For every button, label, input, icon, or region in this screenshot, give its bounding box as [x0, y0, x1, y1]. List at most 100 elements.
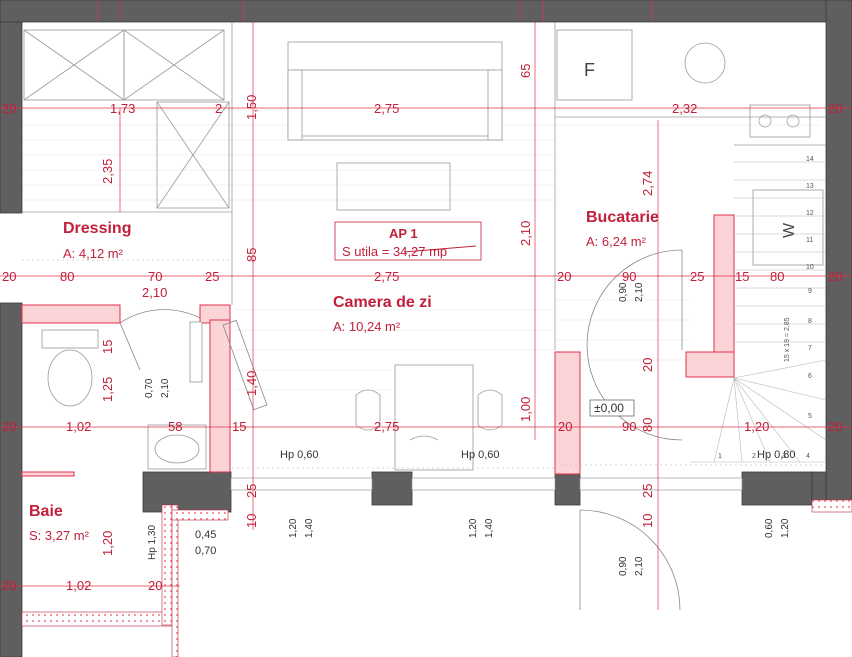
dim-texts-vertical: 1,50 65 2,35 2,74 2,10 85 15 1,25 1,40 2… — [100, 64, 655, 556]
dim: 20 — [640, 358, 655, 372]
dim: 2,75 — [374, 269, 399, 284]
dim: 1,50 — [244, 95, 259, 120]
svg-text:12: 12 — [806, 210, 814, 217]
dim: 1,40 — [484, 518, 495, 538]
dim: 20 — [557, 269, 571, 284]
windows — [230, 477, 743, 491]
dim: 2,10 — [634, 282, 645, 302]
dim: 15 — [735, 269, 749, 284]
washer-label: W — [781, 222, 798, 238]
room-name-baie: Baie — [29, 503, 63, 520]
fridge-label: F — [584, 60, 595, 80]
hp: Hp 0,60 — [280, 449, 319, 461]
dim: 0,60 — [764, 518, 775, 538]
dim: 1,20 — [744, 419, 769, 434]
apartment-box — [334, 221, 482, 261]
svg-text:10: 10 — [806, 264, 814, 271]
svg-text:9: 9 — [808, 288, 812, 295]
fridge — [556, 29, 633, 101]
dim: 0,90 — [618, 556, 629, 576]
svg-text:7: 7 — [808, 345, 812, 352]
apartment-title: AP 1 — [389, 226, 418, 241]
dim: 80 — [770, 269, 784, 284]
burner-2 — [786, 114, 800, 128]
dim: 2,10 — [634, 556, 645, 576]
dim: 80 — [640, 418, 655, 432]
hp: Hp 0,80 — [757, 449, 796, 461]
svg-text:6: 6 — [808, 373, 812, 380]
dim: 1,73 — [110, 101, 135, 116]
sink-round — [684, 42, 726, 84]
dim: 0,90 — [618, 282, 629, 302]
svg-text:13: 13 — [806, 183, 814, 190]
dim: 15 — [100, 340, 115, 354]
room-name-camera: Camera de zi — [333, 294, 432, 311]
svg-text:3: 3 — [782, 453, 786, 460]
dim: 65 — [518, 64, 533, 78]
dim: 2,10 — [142, 285, 167, 300]
burner-1 — [758, 114, 772, 128]
svg-text:4: 4 — [806, 453, 810, 460]
dining-table — [394, 364, 474, 471]
svg-text:8: 8 — [808, 318, 812, 325]
dim: 90 — [622, 269, 636, 284]
dim: 15 — [232, 419, 246, 434]
room-area-bucatarie: A: 6,24 m² — [586, 234, 647, 249]
dim: 10 — [640, 514, 655, 528]
svg-text:5: 5 — [808, 413, 812, 420]
level-label: ±0,00 — [594, 401, 624, 415]
stair-numbers: 14 13 12 11 10 9 8 7 6 5 4 3 2 1 — [718, 156, 814, 460]
dim: 20 — [828, 419, 842, 434]
dim: 58 — [168, 419, 182, 434]
apartment-area: S utila = 34,27 mp — [342, 244, 447, 259]
dim: 1,40 — [244, 371, 259, 396]
svg-text:14: 14 — [806, 156, 814, 163]
dim: 2,10 — [160, 378, 171, 398]
dim-texts-vertical-small: 0,70 2,10 0,90 2,10 1,20 1,40 1,20 1,40 … — [144, 282, 791, 576]
stairs — [690, 161, 827, 463]
dimension-lines — [0, 0, 852, 610]
dim-texts-small: Hp 0,60 Hp 0,60 Hp 0,80 0,45 0,70 — [195, 449, 796, 557]
dim: 20 — [2, 419, 16, 434]
dim: 1,20 — [780, 518, 791, 538]
dim: 0,45 — [195, 529, 216, 541]
dim: 70 — [148, 269, 162, 284]
room-area-baie: S: 3,27 m² — [29, 528, 90, 543]
dim: 1,02 — [66, 578, 91, 593]
dim: 90 — [622, 419, 636, 434]
chairs — [355, 389, 503, 441]
dim: 0,70 — [144, 378, 155, 398]
dim: 20 — [148, 578, 162, 593]
bathroom-fixtures — [41, 321, 207, 470]
dim-texts-horizontal: 1,73 2 2,75 2,32 20 20 20 80 70 25 2,75 … — [2, 101, 842, 593]
floor-hatch — [22, 109, 820, 391]
room-name-dressing: Dressing — [63, 220, 131, 237]
coffee-table — [336, 162, 451, 211]
cooktop — [749, 104, 811, 138]
brick-infill — [21, 499, 852, 657]
dim: 25 — [640, 484, 655, 498]
dim: 1,25 — [100, 377, 115, 402]
svg-text:2: 2 — [752, 453, 756, 460]
hp: Hp 0,60 — [461, 449, 500, 461]
dim: 20 — [2, 269, 16, 284]
washer — [752, 189, 824, 266]
dim: 2,35 — [100, 159, 115, 184]
dim: 80 — [60, 269, 74, 284]
dim: 10 — [244, 514, 259, 528]
dim: 20 — [828, 101, 842, 116]
sofa — [287, 41, 503, 141]
dim: 1,02 — [66, 419, 91, 434]
dim: 0,70 — [195, 545, 216, 557]
dim: 1,00 — [518, 397, 533, 422]
dim: 25 — [244, 484, 259, 498]
wardrobes — [23, 29, 230, 209]
partitions — [21, 214, 735, 477]
dim: 2,32 — [672, 101, 697, 116]
dim: 2,74 — [640, 171, 655, 196]
dim: 2 — [215, 101, 222, 116]
dim: 1,20 — [100, 531, 115, 556]
dim: 20 — [2, 101, 16, 116]
